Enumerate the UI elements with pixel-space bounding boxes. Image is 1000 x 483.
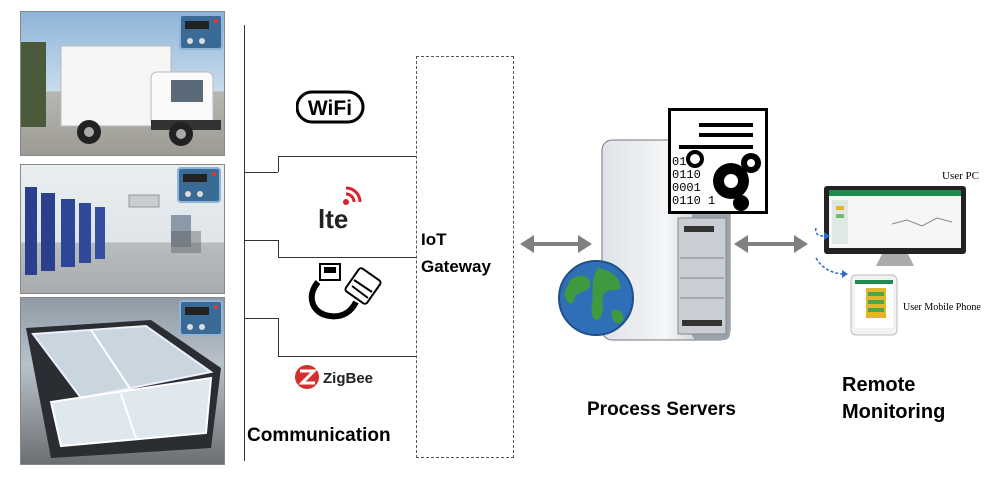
zigbee-logo: ZigBee [294, 362, 386, 392]
wifi-logo-text: WiFi [308, 97, 352, 120]
dashed-connector-icon [814, 227, 848, 278]
remote-monitoring-label: Remote Monitoring [842, 374, 946, 423]
user-mobile-phone-label: User Mobile Phone [903, 302, 981, 313]
binary-code-text: 01 0110 0001 0110 1 [672, 156, 715, 208]
connector-line [278, 356, 416, 357]
code-line: 01 [672, 155, 687, 169]
freezer-case-photo [20, 297, 225, 465]
zigbee-logo-text: ZigBee [323, 370, 373, 387]
server-monitoring-arrow [734, 235, 808, 253]
connector-line [278, 318, 279, 356]
connector-line [278, 156, 416, 157]
connector-line [278, 240, 279, 257]
iot-gateway-box [416, 56, 514, 458]
process-servers-label: Process Servers [587, 399, 736, 420]
communication-label: Communication [247, 425, 391, 446]
wifi-logo: WiFi [295, 88, 368, 126]
globe-icon [556, 258, 636, 338]
lte-logo: lte [316, 184, 372, 234]
truck-icon [21, 42, 221, 146]
cold-storage-racks-icon [25, 187, 201, 275]
iot-gateway-label: IoT Gateway [421, 230, 491, 276]
temperature-controller-icon [179, 14, 223, 50]
user-pc-label: User PC [942, 170, 979, 182]
connector-line [244, 172, 278, 173]
code-line: 0110 1 [672, 194, 716, 208]
user-pc-monitor-icon [822, 184, 968, 272]
gateway-server-arrow [520, 235, 592, 253]
communication-bus-line [244, 25, 245, 461]
temperature-controller-icon [179, 300, 223, 336]
display-freezer-icon [26, 320, 221, 458]
ethernet-cable-icon [304, 262, 382, 320]
connector-line [278, 156, 279, 172]
lte-logo-text: lte [318, 204, 348, 234]
document-gears-icon [668, 108, 768, 214]
code-line: 0110 [672, 168, 701, 182]
code-line: 0001 [672, 181, 701, 195]
refrigerated-truck-photo [20, 11, 225, 156]
temperature-controller-icon [177, 167, 221, 203]
user-mobile-phone-icon [850, 274, 898, 336]
cold-room-photo [20, 164, 225, 294]
connector-line [244, 318, 278, 319]
connector-line [278, 257, 416, 258]
connector-line [244, 240, 278, 241]
